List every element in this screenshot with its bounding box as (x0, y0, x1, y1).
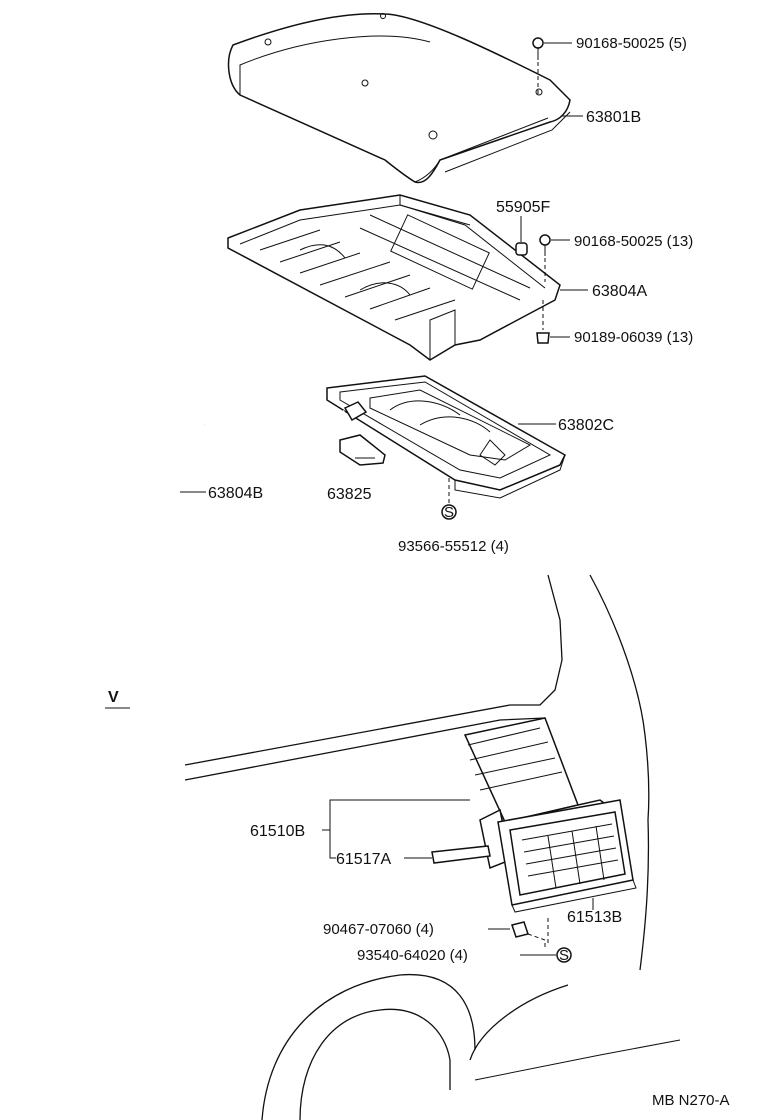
strip-61517A (431, 845, 491, 864)
standard-mark-top (441, 504, 457, 520)
label-61510B: 61510B (250, 823, 305, 840)
label-93540-64020-4: 93540-64020 (4) (357, 947, 468, 964)
standard-mark-bottom (556, 947, 572, 963)
standard-mark-bottom-group (520, 918, 572, 963)
label-63804A: 63804A (592, 283, 647, 300)
label-61517A: 61517A (336, 851, 391, 868)
screw-90168-50025-mid (539, 234, 570, 282)
grille-61513B (497, 799, 637, 913)
label-90467-07060-4: 90467-07060 (4) (323, 921, 434, 938)
label-55905F: 55905F (496, 199, 550, 216)
nut-90189-06039 (536, 300, 570, 344)
label-63801B: 63801B (586, 109, 641, 126)
housing-63802C (326, 375, 566, 499)
standard-mark-top-label: S (444, 504, 454, 521)
bracket-63825 (339, 434, 386, 466)
diagram-code: MB N270-A (652, 1092, 730, 1109)
label-90189-06039-13: 90189-06039 (13) (574, 329, 693, 346)
label-63802C: 63802C (558, 417, 614, 434)
label-63825: 63825 (327, 486, 372, 503)
label-63804B: 63804B (208, 485, 263, 502)
vehicle-body-outline (184, 574, 681, 1120)
screw-90168-50025-top (532, 37, 572, 96)
label-90168-50025-5: 90168-50025 (5) (576, 35, 687, 52)
label-90168-50025-13: 90168-50025 (13) (574, 233, 693, 250)
view-label-V: V (108, 689, 119, 706)
label-61513B: 61513B (567, 909, 622, 926)
standard-mark-bottom-label: S (559, 947, 569, 964)
nut-90467-07060 (488, 921, 546, 950)
frame-63804A (227, 194, 561, 361)
label-93566-55512-4: 93566-55512 (4) (398, 538, 509, 555)
roof-cover-63801B (227, 12, 571, 184)
clip-55905F (515, 216, 528, 256)
leader-61510B-61517A (322, 799, 470, 859)
hose-63804B (172, 371, 368, 638)
